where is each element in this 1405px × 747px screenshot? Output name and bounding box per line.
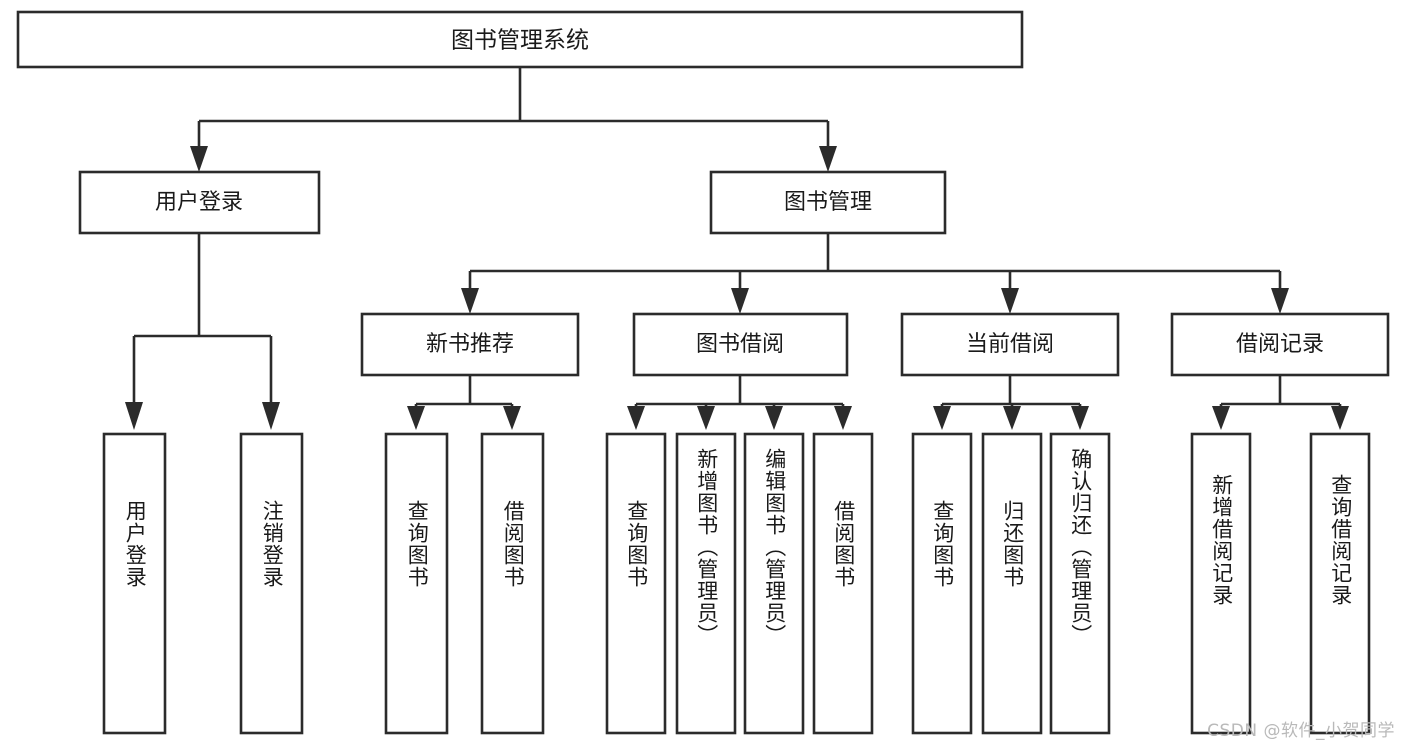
node-book-borrow-box[interactable] (632, 312, 849, 377)
node-user-login-label: 用户登录 (155, 190, 243, 215)
node-book-borrow[interactable]: 图书借阅 (632, 312, 849, 377)
leaf-box-book-borrow-3[interactable] (743, 432, 805, 735)
arrow-head-book-manage (819, 146, 837, 172)
node-book-manage-label: 图书管理 (784, 190, 872, 215)
arrow-head-cb-leaf-1 (933, 406, 951, 430)
node-borrow-record[interactable]: 借阅记录 (1170, 312, 1390, 377)
watermark-text: CSDN @软件_小贺同学 (1207, 721, 1395, 741)
arrow-head-br-leaf-2 (1331, 406, 1349, 430)
node-user-login-box[interactable] (78, 170, 321, 235)
leaf-box-new-book-2[interactable] (480, 432, 545, 735)
leaf-box-book-borrow-2[interactable] (675, 432, 737, 735)
leaf-box-borrow-record-2[interactable] (1309, 432, 1371, 735)
node-new-book-recommend-label: 新书推荐 (426, 332, 514, 357)
arrow-head-leaf-logout (262, 402, 280, 430)
leaf-box-borrow-record-1[interactable] (1190, 432, 1252, 735)
node-borrow-record-label: 借阅记录 (1236, 332, 1324, 357)
leaf-box-new-book-1[interactable] (384, 432, 449, 735)
arrow-head-current-borrow (1001, 288, 1019, 314)
leaf-box-user-login-2[interactable] (239, 432, 304, 735)
leaf-box-current-borrow-3[interactable] (1049, 432, 1111, 735)
node-root[interactable]: 图书管理系统 (16, 10, 1024, 69)
node-book-manage[interactable]: 图书管理 (709, 170, 947, 235)
arrow-head-nb-leaf-2 (503, 406, 521, 430)
arrow-head-br-leaf-1 (1212, 406, 1230, 430)
arrow-head-user-login (190, 146, 208, 172)
node-book-borrow-label: 图书借阅 (696, 332, 784, 357)
node-current-borrow-label: 当前借阅 (966, 332, 1054, 357)
node-new-book-recommend-box[interactable] (360, 312, 580, 377)
arrow-head-new-book (461, 288, 479, 314)
leaf-box-current-borrow-2[interactable] (981, 432, 1043, 735)
leaf-box-book-borrow-4[interactable] (812, 432, 874, 735)
arrow-head-leaf-user-login (125, 402, 143, 430)
leaf-box-book-borrow-1[interactable] (605, 432, 667, 735)
leaf-box-current-borrow-1[interactable] (911, 432, 973, 735)
node-current-borrow[interactable]: 当前借阅 (900, 312, 1120, 377)
arrow-head-bb-leaf-1 (627, 406, 645, 430)
arrow-head-bb-leaf-3 (765, 406, 783, 430)
connector-layer (125, 67, 1349, 430)
arrow-head-borrow-record (1271, 288, 1289, 314)
arrow-head-cb-leaf-3 (1071, 406, 1089, 430)
node-current-borrow-box[interactable] (900, 312, 1120, 377)
arrow-head-book-borrow (731, 288, 749, 314)
leaf-box-user-login-1[interactable] (102, 432, 167, 735)
arrow-head-cb-leaf-2 (1003, 406, 1021, 430)
node-book-manage-box[interactable] (709, 170, 947, 235)
arrow-head-bb-leaf-2 (697, 406, 715, 430)
node-borrow-record-box[interactable] (1170, 312, 1390, 377)
node-user-login[interactable]: 用户登录 (78, 170, 321, 235)
node-root-box[interactable] (16, 10, 1024, 69)
node-root-label: 图书管理系统 (451, 28, 589, 54)
node-new-book-recommend[interactable]: 新书推荐 (360, 312, 580, 377)
arrow-head-bb-leaf-4 (834, 406, 852, 430)
arrow-head-nb-leaf-1 (407, 406, 425, 430)
